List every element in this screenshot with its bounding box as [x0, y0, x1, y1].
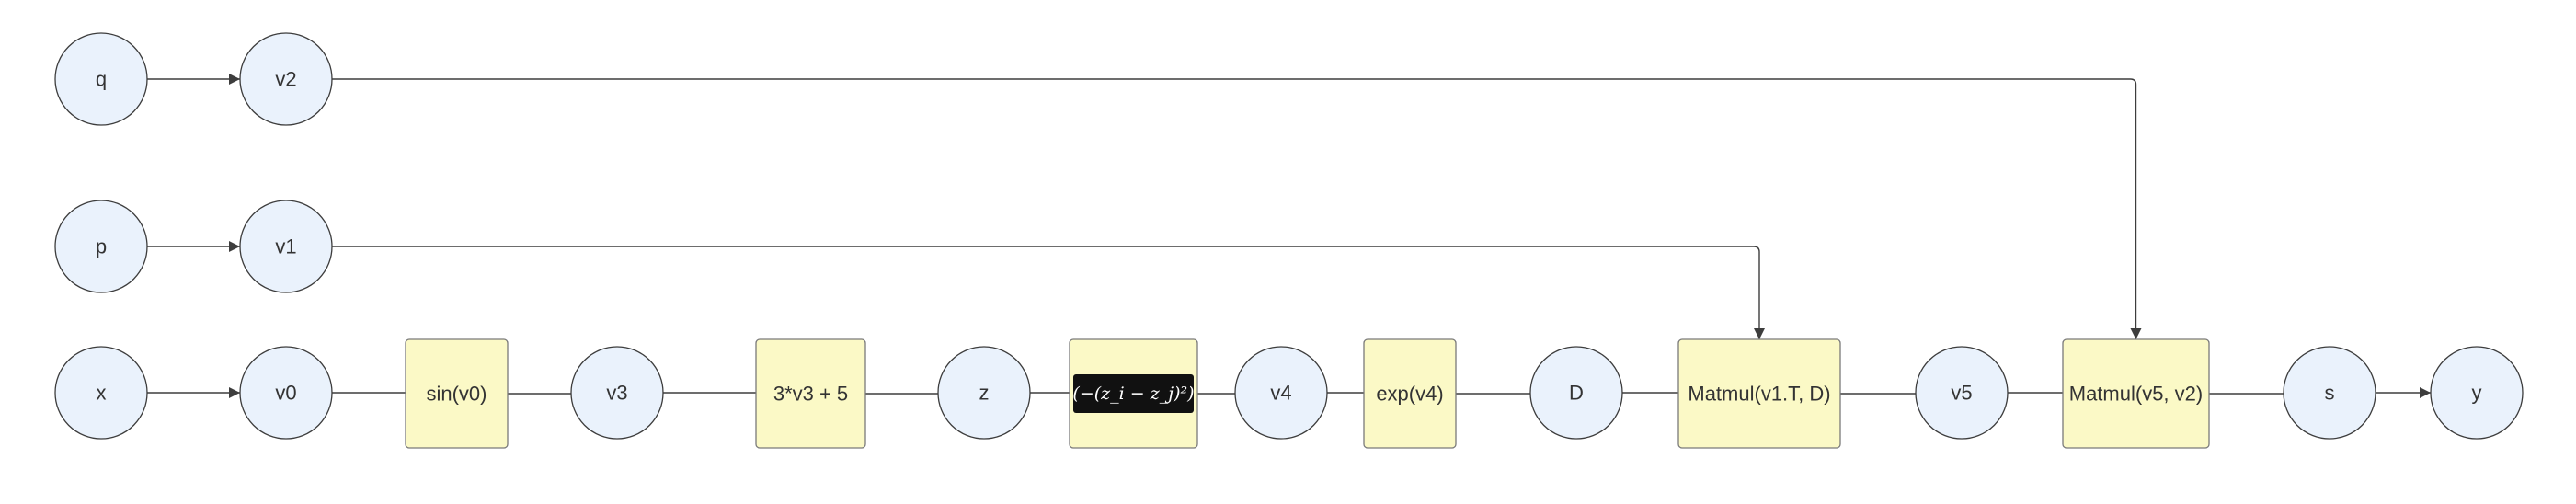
node-z[interactable]: z: [937, 346, 1031, 440]
node-matmul1-label: Matmul(v1.T, D): [1688, 383, 1830, 406]
node-sin[interactable]: sin(v0): [405, 338, 509, 449]
node-z-circle: [937, 346, 1031, 440]
node-p-label: p: [96, 235, 107, 258]
node-matmul1-box: [1677, 338, 1841, 449]
node-matmul1[interactable]: Matmul(v1.T, D): [1677, 338, 1841, 449]
node-x-label: x: [97, 382, 107, 405]
node-sin-label: sin(v0): [426, 383, 487, 406]
node-v0-label: v0: [275, 382, 296, 405]
node-s-label: s: [2325, 382, 2335, 405]
node-D[interactable]: D: [1529, 346, 1623, 440]
node-y-label: y: [2472, 382, 2482, 405]
node-v3[interactable]: v3: [570, 346, 664, 440]
node-q[interactable]: q: [54, 32, 148, 126]
node-exp-box: [1363, 338, 1457, 449]
node-matmul2-label: Matmul(v5, v2): [2069, 383, 2203, 406]
node-v1-circle: [239, 200, 333, 293]
node-z-label: z: [979, 382, 990, 405]
node-v5[interactable]: v5: [1915, 346, 2009, 440]
node-v2-label: v2: [275, 68, 296, 91]
node-dist[interactable]: (−(z_i − z_j)²): [1069, 338, 1198, 449]
node-matmul2[interactable]: Matmul(v5, v2): [2062, 338, 2210, 449]
node-p-circle: [54, 200, 148, 293]
node-x[interactable]: x: [54, 346, 148, 440]
edge-v1-to-matmul1: [332, 246, 1765, 339]
node-v0[interactable]: v0: [239, 346, 333, 440]
node-D-circle: [1529, 346, 1623, 440]
node-affine-label: 3*v3 + 5: [773, 383, 848, 406]
node-v4-circle: [1234, 346, 1328, 440]
node-v4-label: v4: [1270, 382, 1291, 405]
node-p[interactable]: p: [54, 200, 148, 293]
node-matmul2-box: [2062, 338, 2210, 449]
node-v1-label: v1: [275, 235, 296, 258]
node-v0-circle: [239, 346, 333, 440]
node-y-circle: [2430, 346, 2524, 440]
node-exp[interactable]: exp(v4): [1363, 338, 1457, 449]
math-formula-badge: [1073, 374, 1194, 413]
node-affine-box: [755, 338, 866, 449]
node-s[interactable]: s: [2283, 346, 2376, 440]
node-D-label: D: [1569, 382, 1584, 405]
node-v2-circle: [239, 32, 333, 126]
node-y[interactable]: y: [2430, 346, 2524, 440]
node-q-label: q: [96, 68, 107, 91]
node-x-circle: [54, 346, 148, 440]
node-v4[interactable]: v4: [1234, 346, 1328, 440]
node-affine[interactable]: 3*v3 + 5: [755, 338, 866, 449]
node-q-circle: [54, 32, 148, 126]
edge-v2-to-matmul2: [332, 78, 2142, 339]
node-exp-label: exp(v4): [1376, 383, 1443, 406]
node-sin-box: [405, 338, 509, 449]
node-v5-label: v5: [1951, 382, 1972, 405]
node-v3-circle: [570, 346, 664, 440]
node-v5-circle: [1915, 346, 2009, 440]
node-v2[interactable]: v2: [239, 32, 333, 126]
node-s-circle: [2283, 346, 2376, 440]
node-v1[interactable]: v1: [239, 200, 333, 293]
node-v3-label: v3: [606, 382, 627, 405]
node-dist-label: (−(z_i − z_j)²): [1072, 384, 1194, 404]
